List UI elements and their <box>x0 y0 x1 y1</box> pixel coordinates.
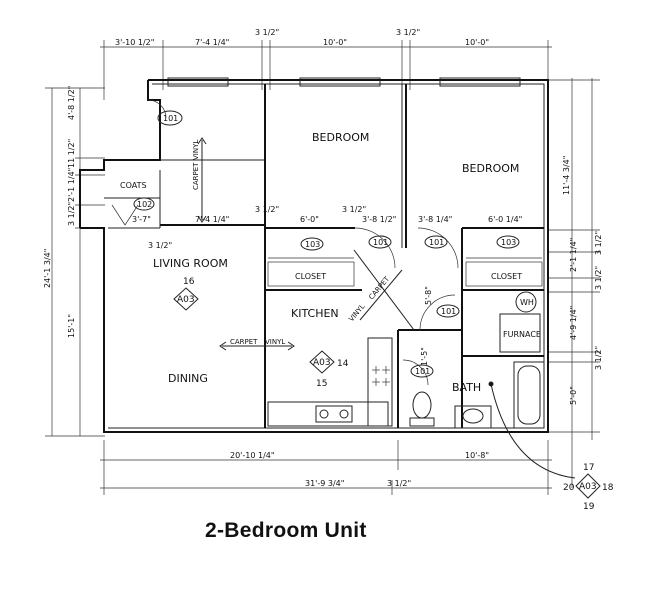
material-vinyl-2: VINYL <box>265 338 285 346</box>
door-swings <box>111 99 459 386</box>
dim-right-5: 4'-9 1/4" <box>569 306 578 340</box>
material-vinyl-1: VINYL <box>192 140 200 160</box>
dim-int-2: 7'-4 1/4" <box>195 215 229 224</box>
door-tag-5: 101 <box>429 238 444 247</box>
section-living-code: A03 <box>177 295 195 305</box>
room-dining: DINING <box>168 372 208 385</box>
section-kitchen-code: A03 <box>313 358 331 368</box>
bath-fixtures <box>409 361 545 429</box>
furnace-equipment <box>499 291 541 353</box>
section-marker-kitchen <box>309 350 335 374</box>
dim-left-6: 15'-1" <box>67 314 76 338</box>
dim-left-1: 4'-8 1/2" <box>67 86 76 120</box>
door-tag-7: 101 <box>441 307 456 316</box>
door-tag-4: 101 <box>373 238 388 247</box>
door-tag-3: 103 <box>305 240 320 249</box>
door-tag-6: 103 <box>501 238 516 247</box>
dim-top-2: 7'-4 1/4" <box>195 38 229 47</box>
dim-int-7: 3'-8 1/4" <box>418 215 452 224</box>
dim-left-2: 11 1/2" <box>67 139 76 168</box>
stove-burners <box>372 366 390 386</box>
dim-left-5: 24'-1 3/4" <box>43 249 52 288</box>
dim-top-3: 3 1/2" <box>255 28 279 37</box>
section-kitchen-bottom: 15 <box>316 379 327 389</box>
door-tag-1: 101 <box>163 114 178 123</box>
dim-int-1: 3'-7" <box>132 215 151 224</box>
dim-bottom-3: 31'-9 3/4" <box>305 479 344 488</box>
material-carpet-2: CARPET <box>230 338 258 346</box>
dim-left-4: 3 1/2" <box>67 202 76 226</box>
dim-top-6: 10'-0" <box>465 38 489 47</box>
closet-shelves <box>267 257 543 287</box>
top-dimension-lines <box>100 40 552 100</box>
interior-walls <box>104 84 544 428</box>
dim-top-4: 10'-0" <box>323 38 347 47</box>
dim-right-4: 3 1/2" <box>594 266 603 290</box>
dim-right-2: 3 1/2" <box>594 231 603 255</box>
dim-right-6: 3 1/2" <box>594 346 603 370</box>
dim-right-7: 5'-0" <box>569 386 578 405</box>
room-bath: BATH <box>452 381 481 394</box>
dim-int-8: 6'-0 1/4" <box>488 215 522 224</box>
section-bath-right: 18 <box>602 483 614 493</box>
dim-int-4: 6'-0" <box>300 215 319 224</box>
kitchen-counter <box>267 337 393 427</box>
room-coats: COATS <box>120 181 147 190</box>
dim-top-5: 3 1/2" <box>396 28 420 37</box>
room-bedroom-2: BEDROOM <box>462 162 519 175</box>
section-marker-living <box>173 287 199 311</box>
right-dimension-lines <box>548 78 600 488</box>
dim-right-3: 2'-1 1/4" <box>569 238 578 272</box>
dim-right-1: 11'-4 3/4" <box>562 156 571 195</box>
section-marker-bath <box>488 381 601 499</box>
section-bath-bottom: 19 <box>583 502 595 512</box>
section-living-top: 16 <box>183 277 195 287</box>
room-furnace: FURNACE <box>503 330 541 339</box>
plan-title: 2-Bedroom Unit <box>205 519 367 542</box>
room-kitchen: KITCHEN <box>291 307 339 320</box>
dim-bottom-2: 10'-8" <box>465 451 489 460</box>
room-bedroom-1: BEDROOM <box>312 131 369 144</box>
dim-int-6: 3'-8 1/2" <box>362 215 396 224</box>
room-living: LIVING ROOM <box>153 257 228 270</box>
room-closet-2: CLOSET <box>491 272 522 281</box>
section-bath-top: 17 <box>583 463 594 473</box>
bottom-dimension-lines <box>100 440 552 495</box>
section-bath-left: 20 <box>563 483 575 493</box>
dim-left-3: 2'-1 1/4" <box>67 168 76 202</box>
room-wh: WH <box>520 298 534 307</box>
section-bath-code: A03 <box>579 482 597 492</box>
dim-int-5: 3 1/2" <box>342 205 366 214</box>
material-arrows <box>197 137 415 351</box>
dim-bottom-1: 20'-10 1/4" <box>230 451 275 460</box>
section-kitchen-right: 14 <box>337 359 349 369</box>
room-closet-1: CLOSET <box>295 272 326 281</box>
door-tag-2: 102 <box>137 200 152 209</box>
dim-hall-2: 1'-5" <box>420 347 429 366</box>
door-tags <box>133 110 520 378</box>
dim-int-3: 3 1/2" <box>148 241 172 250</box>
material-carpet-1: CARPET <box>192 162 200 190</box>
left-dimension-lines <box>45 87 105 437</box>
dim-bottom-4: 3 1/2" <box>387 479 411 488</box>
dim-hall-1: 5'-8" <box>424 286 433 305</box>
door-tag-8: 101 <box>415 367 430 376</box>
material-vinyl-3: VINYL <box>347 303 366 324</box>
dim-int-9: 3 1/2" <box>255 205 279 214</box>
dim-top-1: 3'-10 1/2" <box>115 38 154 47</box>
